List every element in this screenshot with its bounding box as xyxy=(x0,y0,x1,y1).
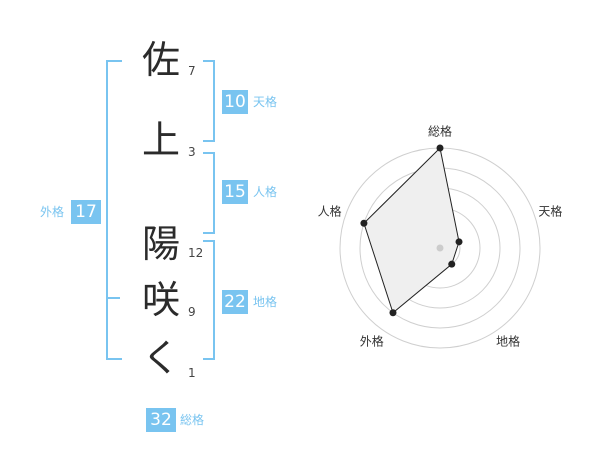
radar-point xyxy=(455,238,463,246)
tenkaku-value: 10 xyxy=(222,90,248,114)
name-char-5: く xyxy=(141,336,180,380)
name-char-4: 咲 xyxy=(141,278,180,322)
stroke-count-3: 12 xyxy=(188,246,204,260)
radar-point xyxy=(436,144,444,152)
name-char-2: 上 xyxy=(141,118,180,162)
radar-axis-label: 総格 xyxy=(428,124,452,139)
stroke-count-2: 3 xyxy=(188,145,196,159)
gaikaku-value: 17 xyxy=(71,200,101,224)
name-char-3: 陽 xyxy=(141,222,180,266)
jinkaku-label: 人格 xyxy=(253,185,278,199)
radar-axis-label: 天格 xyxy=(538,204,562,219)
stroke-count-1: 7 xyxy=(188,64,196,78)
radar-point xyxy=(360,219,368,227)
radar-axis-label: 外格 xyxy=(360,333,384,348)
name-char-1: 佐 xyxy=(141,38,180,82)
stroke-count-5: 1 xyxy=(188,366,196,380)
chikaku-bracket xyxy=(203,240,215,360)
radar-point xyxy=(448,260,456,268)
jinkaku-bracket xyxy=(203,152,215,234)
radar-series-shape xyxy=(363,146,460,314)
radar-point xyxy=(389,309,397,317)
tenkaku-bracket xyxy=(203,60,215,142)
soukaku-label: 総格 xyxy=(180,413,205,427)
radar-center-dot xyxy=(436,244,444,252)
gaikaku-bracket xyxy=(106,60,122,360)
soukaku-value: 32 xyxy=(146,408,176,432)
gaikaku-label: 外格 xyxy=(40,205,65,219)
radar-axis-label: 人格 xyxy=(318,204,342,219)
chikaku-value: 22 xyxy=(222,290,248,314)
tenkaku-label: 天格 xyxy=(253,95,278,109)
chikaku-label: 地格 xyxy=(253,295,278,309)
gaikaku-bracket-tick xyxy=(106,297,120,299)
jinkaku-value: 15 xyxy=(222,180,248,204)
stroke-count-4: 9 xyxy=(188,305,196,319)
radar-axis-label: 地格 xyxy=(496,333,520,348)
